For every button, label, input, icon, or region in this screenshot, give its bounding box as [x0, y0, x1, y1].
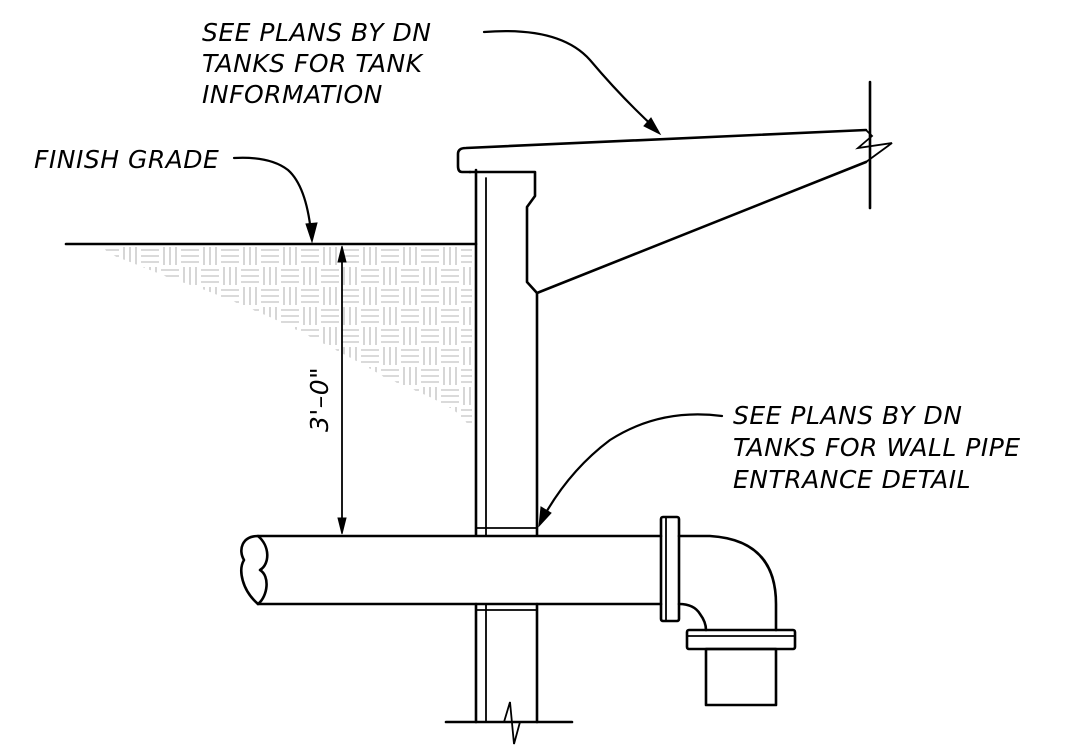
tank-roof	[456, 128, 868, 174]
tank-note-line-2: TANKS FOR TANK	[202, 49, 425, 78]
finish-grade-leader-arrow	[305, 222, 318, 244]
finish-grade-leader	[232, 156, 313, 234]
tank-note-line-1: SEE PLANS BY DN	[202, 18, 431, 47]
soil-hatch-area	[100, 245, 472, 428]
pipe-elbow-outer	[677, 534, 778, 632]
roof-break-symbol	[855, 129, 893, 163]
elbow-flange	[685, 628, 797, 651]
pipe-elbow-inner	[677, 602, 708, 632]
tank-note-line-3: INFORMATION	[202, 80, 383, 109]
tank-note-leader	[482, 30, 659, 132]
roof-underside-line	[535, 160, 868, 295]
dimension-text: 3'–0"	[305, 367, 334, 432]
pipe-cut-end-symbol	[240, 534, 269, 606]
tank-note-leader-arrow	[643, 117, 662, 136]
dimension-arrow-bottom	[337, 517, 347, 535]
pipe-note-leader	[542, 413, 724, 518]
wall-break-symbol	[503, 701, 521, 745]
wall-inner-line-upper	[468, 170, 539, 537]
pipe-note-line-2: TANKS FOR WALL PIPE	[733, 433, 1021, 462]
pipe-flange	[659, 515, 681, 623]
pipe-note-leader-arrow	[538, 506, 552, 528]
pipe-note-line-3: ENTRANCE DETAIL	[733, 465, 971, 494]
dimension-arrow-top	[337, 245, 347, 263]
pipe-note-line-1: SEE PLANS BY DN	[733, 401, 962, 430]
finish-grade-label: FINISH GRADE	[34, 145, 219, 174]
outlet-pipe	[704, 647, 778, 707]
